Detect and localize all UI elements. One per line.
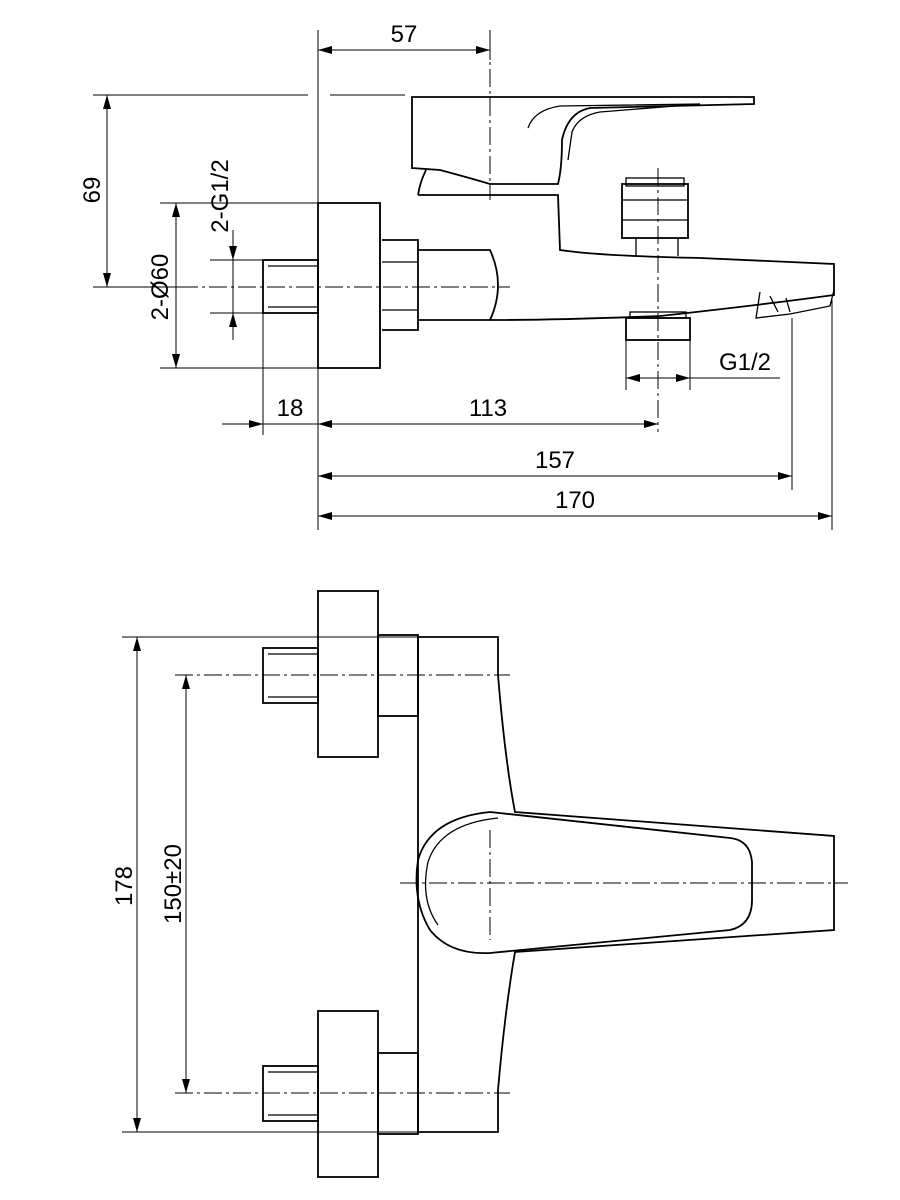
dim-150-label: 150±20 — [160, 844, 187, 924]
diverter-knob — [621, 183, 689, 239]
dim-thread-inlet-label: 2-G1/2 — [207, 159, 234, 232]
side-view: 57 69 2-G1/2 2-Ø60 18 113 G1/2 157 — [79, 21, 835, 530]
dim-157-label: 157 — [535, 447, 575, 474]
dim-57-label: 57 — [391, 21, 418, 48]
dim-18-label: 18 — [277, 395, 304, 422]
connector-stub — [418, 249, 499, 321]
upper-flange — [317, 590, 379, 758]
lever-top — [415, 811, 753, 955]
lever-grip — [527, 103, 701, 161]
dim-thread-outlet-label: G1/2 — [719, 349, 771, 376]
lower-flange — [317, 1010, 379, 1178]
top-view: 178 150±20 — [111, 590, 848, 1178]
lever-handle — [411, 96, 755, 185]
dim-170-label: 170 — [555, 487, 595, 514]
dim-flange-diameter-label: 2-Ø60 — [147, 254, 174, 321]
mixer-body — [418, 194, 835, 321]
dim-178-label: 178 — [111, 866, 138, 906]
spout-tip — [755, 289, 835, 319]
cover-flange — [317, 202, 381, 369]
body-outline — [417, 636, 835, 1133]
dim-69-label: 69 — [79, 177, 106, 204]
hex-nut — [382, 239, 419, 331]
lever-base — [417, 169, 427, 196]
dim-113-label: 113 — [469, 395, 507, 422]
